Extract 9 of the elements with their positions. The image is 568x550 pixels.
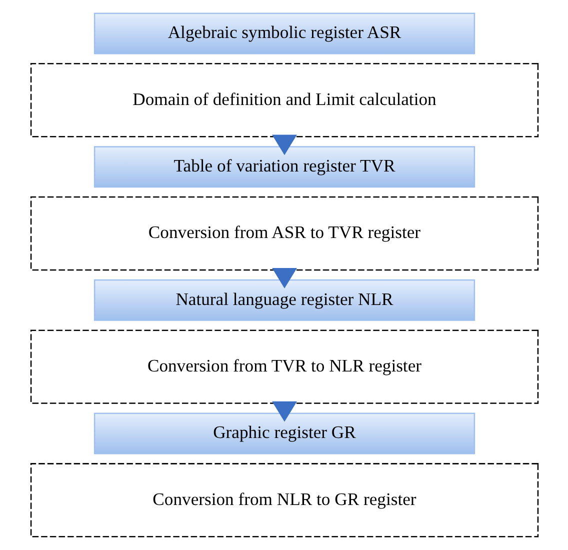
arrow [272,401,296,422]
node-box: Conversion from NLR to GR register [30,463,538,538]
node-box: Algebraic symbolic register ASR [93,12,475,54]
node-box: Table of variation register TVR [93,146,475,188]
node-box: Graphic register GR [93,412,475,454]
node-box: Conversion from TVR to NLR register [30,330,538,404]
node-box: Conversion from ASR to TVR register [30,196,538,271]
node-box: Natural language register NLR [93,279,475,321]
node-box: Domain of definition and Limit calculation [30,63,538,138]
